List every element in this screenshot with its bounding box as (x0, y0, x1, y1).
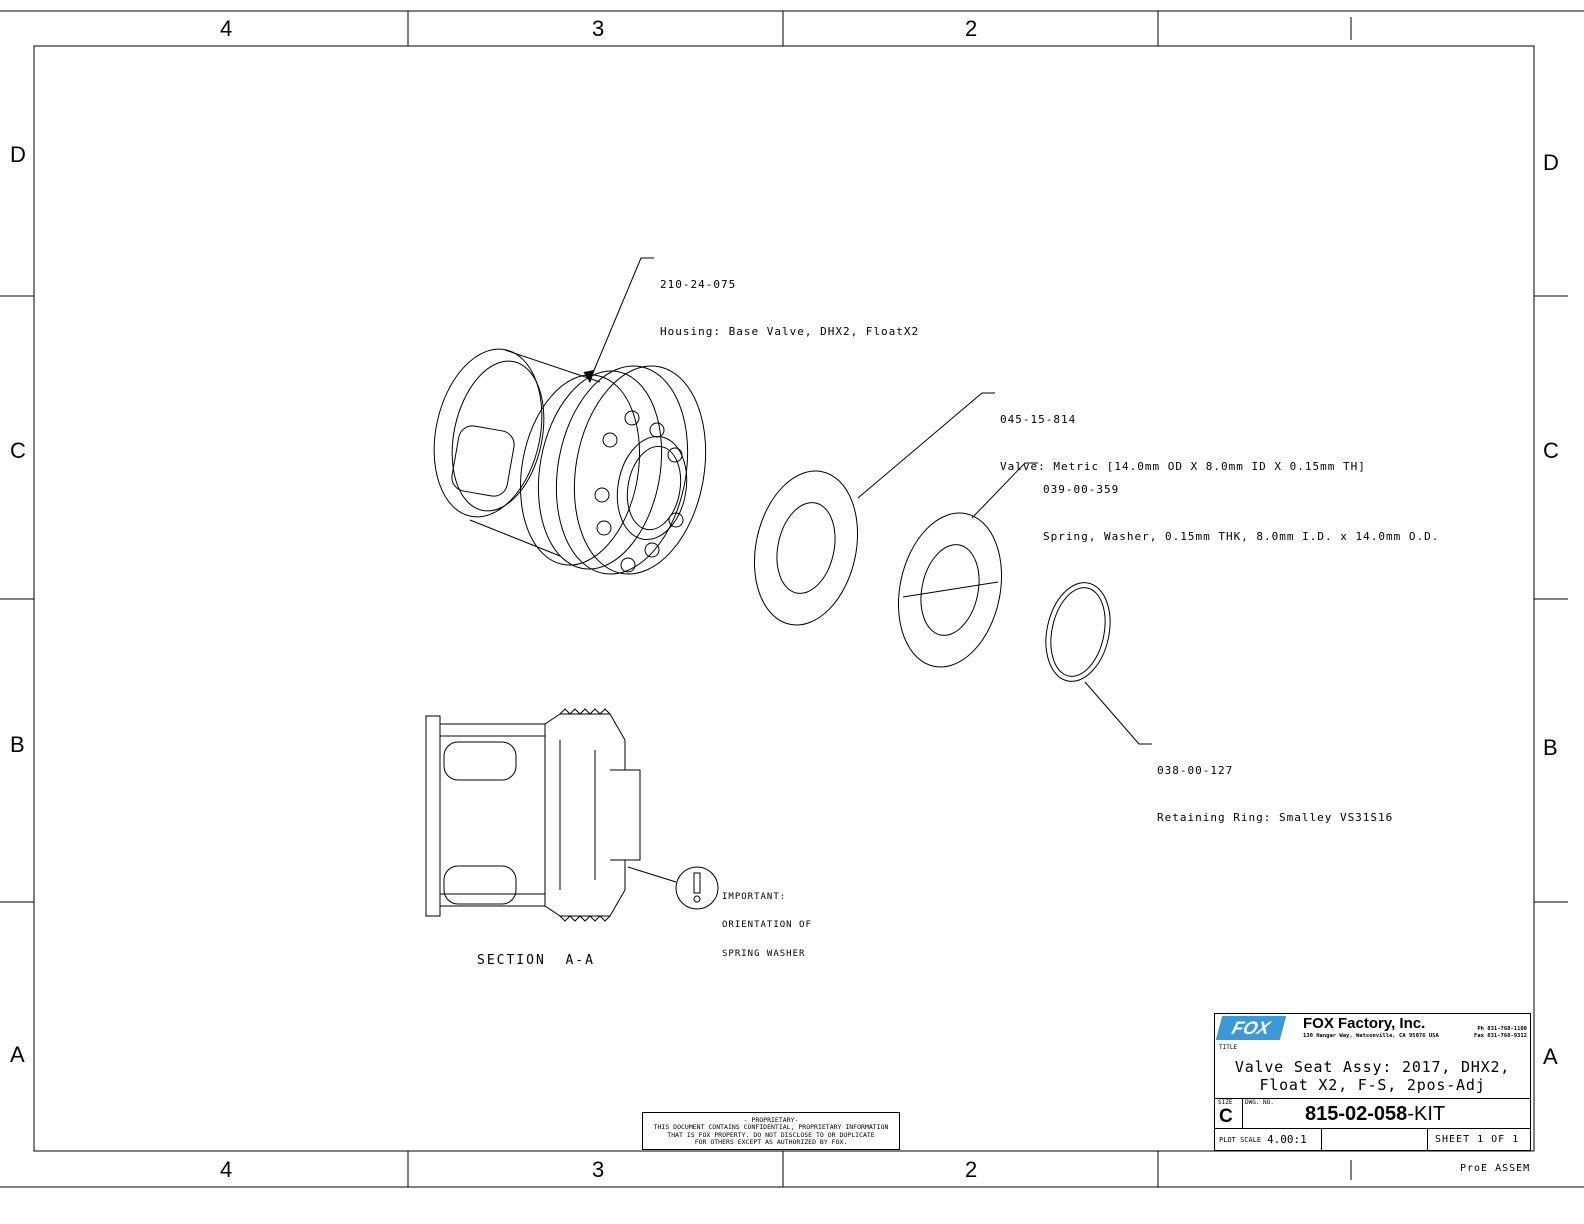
housing-part-drawing (433, 348, 707, 575)
drawing-title: Valve Seat Assy: 2017, DHX2, Float X2, F… (1215, 1058, 1530, 1094)
orientation-note: IMPORTANT: ORIENTATION OF SPRING WASHER (722, 874, 812, 968)
zone-col-4-bottom: 4 (220, 1157, 233, 1182)
zone-row-c-left: C (10, 438, 26, 463)
proprietary-line: - PROPRIETARY- (743, 1116, 799, 1124)
callout-part-number: 038-00-127 (1157, 764, 1234, 778)
note-line: ORIENTATION OF (722, 920, 812, 931)
zone-row-c-right: C (1543, 438, 1559, 463)
title-label: TITLE (1219, 1044, 1238, 1051)
zone-row-b-right: B (1543, 735, 1558, 760)
drawing-number: 815-02-058-KIT (1305, 1103, 1445, 1126)
proprietary-line: FOR OTHERS EXCEPT AS AUTHORIZED BY FOX. (694, 1138, 848, 1147)
valve-washer-drawing (753, 470, 859, 626)
size-value: C (1219, 1106, 1233, 1127)
callout-retaining-ring: 038-00-127 Retaining Ring: Smalley VS31S… (1157, 738, 1393, 837)
callout-housing: 210-24-075 Housing: Base Valve, DHX2, Fl… (660, 252, 919, 351)
zone-col-4-top: 4 (220, 16, 233, 41)
zone-row-b-left: B (10, 732, 25, 757)
proprietary-line: THAT IS FOX PROPERTY. DO NOT DISCLOSE TO… (667, 1130, 875, 1139)
model-type: ProE ASSEM (1460, 1163, 1531, 1174)
zone-col-2-top: 2 (965, 16, 978, 41)
proprietary-notice: - PROPRIETARY- THIS DOCUMENT CONTAINS CO… (642, 1112, 900, 1150)
section-a-a-drawing (425, 708, 641, 922)
title-line: Valve Seat Assy: 2017, DHX2, (1234, 1058, 1511, 1076)
retaining-ring-drawing (1045, 582, 1111, 682)
callout-description: Retaining Ring: Smalley VS31S16 (1157, 810, 1394, 824)
callout-description: Valve: Metric [14.0mm OD X 8.0mm ID X 0.… (1000, 459, 1366, 473)
callout-part-number: 045-15-814 (1000, 413, 1077, 427)
note-line: SPRING WASHER (722, 948, 806, 959)
fox-logo: FOX (1215, 1016, 1287, 1040)
plot-scale-label: PLOT SCALE (1219, 1136, 1262, 1144)
dwg-number-suffix: -KIT (1407, 1103, 1446, 1125)
plot-scale-value: 4.00:1 (1267, 1133, 1307, 1146)
dwg-number-value: 815-02-058 (1305, 1103, 1408, 1125)
callout-description: Spring, Washer, 0.15mm THK, 8.0mm I.D. x… (1043, 529, 1440, 543)
callout-part-number: 210-24-075 (660, 278, 737, 292)
logo-text: FOX (1229, 1018, 1273, 1038)
callout-valve: 045-15-814 Valve: Metric [14.0mm OD X 8.… (1000, 387, 1366, 486)
size-label: SIZE (1218, 1099, 1233, 1106)
zone-row-d-right: D (1543, 150, 1559, 175)
callout-part-number: 039-00-359 (1043, 483, 1120, 497)
warning-circle (675, 866, 719, 910)
title-block: FOX FOX Factory, Inc. 130 Hangar Way, Wa… (1214, 1013, 1531, 1151)
note-line: IMPORTANT: (722, 891, 787, 902)
spring-washer-drawing (897, 512, 1003, 668)
company-address: 130 Hangar Way, Watsonville, CA 95076 US… (1303, 1033, 1439, 1039)
callout-spring-washer: 039-00-359 Spring, Washer, 0.15mm THK, 8… (1043, 457, 1439, 556)
sheet-number: SHEET 1 OF 1 (1435, 1134, 1520, 1145)
zone-row-a-right: A (1543, 1044, 1558, 1069)
zone-col-3-top: 3 (592, 16, 605, 41)
company-phone: Ph 831-768-1100 (1477, 1026, 1527, 1032)
zone-col-3-bottom: 3 (592, 1157, 605, 1182)
title-line: Float X2, F-S, 2pos-Adj (1259, 1076, 1486, 1094)
zone-col-2-bottom: 2 (965, 1157, 978, 1182)
callout-description: Housing: Base Valve, DHX2, FloatX2 (660, 324, 920, 338)
dwg-label: DWG. NO. (1245, 1099, 1274, 1106)
company-fax: Fax 831-768-9312 (1474, 1033, 1527, 1039)
zone-row-d-left: D (10, 142, 26, 167)
company-name: FOX Factory, Inc. (1303, 1015, 1426, 1032)
section-label: SECTION A-A (477, 953, 595, 968)
proprietary-line: THIS DOCUMENT CONTAINS CONFIDENTIAL, PRO… (653, 1123, 889, 1132)
zone-row-a-left: A (10, 1042, 25, 1067)
